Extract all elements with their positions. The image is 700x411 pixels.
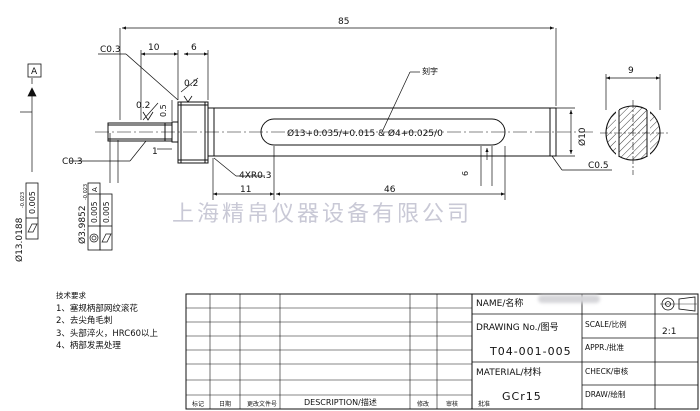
footer-description: DESCRIPTION/描述 <box>304 398 377 407</box>
footer-approve: 批准 <box>478 401 491 408</box>
gdt-frame-1 <box>25 182 39 240</box>
dim-section-width: 9 <box>628 66 634 76</box>
dim-02b: 0.2 <box>136 101 150 111</box>
engrave-label: 刻字 <box>422 66 438 76</box>
drawing-no-value: T04-001-005 <box>490 345 572 358</box>
drawing-no-label: DRAWING No./图号 <box>476 323 559 333</box>
dia-mid-label: Ø3.9852 <box>77 205 88 244</box>
shaft-body <box>207 107 557 157</box>
surface-symbols <box>142 95 193 121</box>
scale-value: 2:1 <box>662 327 677 337</box>
slot-note: Ø13+0.035/+0.015 & Ø4+0.025/0 <box>287 128 443 139</box>
dimension-lines <box>20 26 661 200</box>
name-label: NAME/名称 <box>476 299 524 309</box>
dim-shaft-dia: Ø10 <box>577 127 588 146</box>
footer-mark: 标记 <box>192 401 205 408</box>
notes-item-4: 4、柄部发黑处理 <box>56 341 121 351</box>
gdt-frame-2 <box>87 182 113 251</box>
footer-change-no: 更改文件号 <box>247 401 278 408</box>
dim-chamfer-left: C0.3 <box>100 45 121 55</box>
dim-chamfer-mid: C0.3 <box>62 157 83 167</box>
name-value-redacted <box>538 295 600 303</box>
dim-11: 11 <box>240 185 251 195</box>
footer-check: 审核 <box>446 401 459 408</box>
gdt-cylindricity-icon <box>27 223 38 233</box>
gdt-frame-1-value: 0.005 <box>28 191 37 214</box>
dia-left-tol: -0.023 <box>20 192 26 208</box>
footer-modify: 修改 <box>417 401 430 408</box>
gdt-frame-2a-value: 0.005 <box>90 201 99 223</box>
company-watermark: 上海精帛仪器设备有限公司 <box>172 202 473 227</box>
dim-fillet: 4XR0.3 <box>239 171 271 181</box>
technical-requirements: 技术要求 1、塞规柄部网纹滚花 2、去尖角毛刺 3、头部淬火，HRC60以上 4… <box>56 290 158 353</box>
dim-overall: 85 <box>338 17 349 27</box>
datum-label: A <box>31 67 38 77</box>
footer-date: 日期 <box>219 401 232 408</box>
title-block <box>185 293 699 410</box>
gdt-concentricity-icon <box>89 233 99 243</box>
projection-symbol-icon <box>660 296 697 312</box>
dim-6: 6 <box>191 43 197 53</box>
notes-item-2: 2、去尖角毛刺 <box>56 316 113 326</box>
dia-mid-tol: -0.023 <box>83 184 89 200</box>
dim-10: 10 <box>148 43 160 53</box>
material-label: MATERIAL/材料 <box>476 368 542 378</box>
draw-label: DRAW/绘制 <box>585 390 626 399</box>
check-label: CHECK/审核 <box>585 367 629 376</box>
collar-section <box>177 101 209 164</box>
scale-label: SCALE/比例 <box>585 320 627 329</box>
dia-left-label: Ø13.0188 <box>14 217 25 262</box>
dim-46: 46 <box>384 185 396 195</box>
dim-chamfer-right: C0.5 <box>588 161 609 171</box>
gdt-cylindricity-icon-2 <box>101 233 112 243</box>
dim-05: 0.5 <box>159 104 168 117</box>
cross-section-view <box>600 100 668 175</box>
gdt-frame-2b-value: 0.005 <box>102 201 111 223</box>
dim-02a: 0.2 <box>184 79 198 89</box>
dim-slot-width: 6 <box>461 171 470 176</box>
notes-item-1: 1、塞规柄部网纹滚花 <box>56 303 138 314</box>
notes-item-3: 3、头部淬火，HRC60以上 <box>56 328 159 339</box>
gdt-frame-2a-datum: A <box>91 187 99 192</box>
dim-1: 1 <box>152 147 158 157</box>
material-value: GCr15 <box>502 390 542 403</box>
datum-box <box>27 63 42 78</box>
notes-title: 技术要求 <box>56 291 86 300</box>
appr-label: APPR./批准 <box>585 343 625 352</box>
